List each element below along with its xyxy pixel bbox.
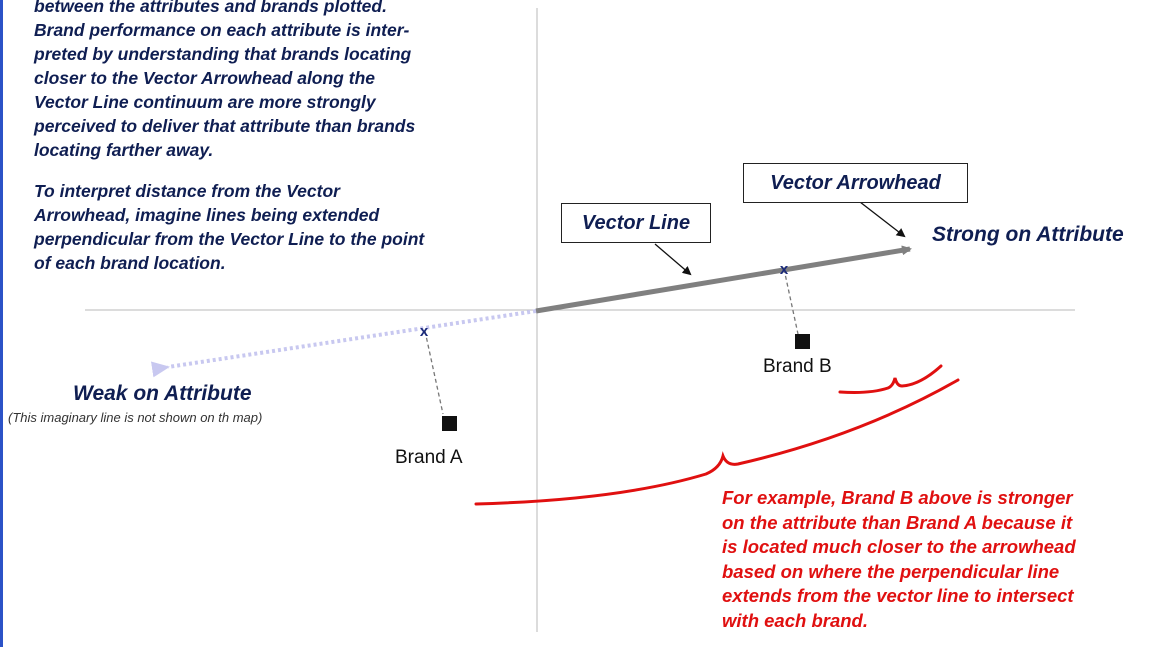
- brand-a-perpendicular: [424, 330, 444, 415]
- brand-b-brace: [838, 364, 943, 394]
- brand-b-perpendicular: [783, 268, 799, 335]
- vector-line: [535, 245, 912, 314]
- intro-paragraph-2: To interpret distance from the Vector Ar…: [34, 181, 425, 273]
- weak-on-attribute-label: Weak on Attribute: [73, 382, 252, 405]
- strong-on-attribute-label: Strong on Attribute: [932, 223, 1124, 246]
- vector-arrowhead-callout-text: Vector Arrowhead: [770, 171, 941, 194]
- brand-a-projection-mark: x: [420, 323, 429, 340]
- example-explanation: For example, Brand B above is stronger o…: [722, 487, 1076, 631]
- brand-a-marker: [442, 416, 457, 431]
- brand-a-brace: [474, 378, 960, 506]
- brand-b-projection-mark: x: [780, 261, 789, 278]
- arrowhead-pointer: [859, 201, 906, 238]
- brand-a-label: Brand A: [395, 447, 463, 468]
- brand-b-label: Brand B: [763, 356, 832, 377]
- vector-line-callout-text: Vector Line: [581, 211, 691, 234]
- brand-b-marker: [795, 334, 810, 349]
- intro-paragraph-1: between the attributes and brands plotte…: [34, 0, 416, 160]
- imaginary-line-note: (This imaginary line is not shown on th …: [8, 410, 263, 425]
- vector-arrowhead-callout: Vector Arrowhead: [743, 163, 968, 203]
- vector-line-callout: Vector Line: [561, 203, 711, 243]
- imaginary-weak-line: [150, 309, 537, 378]
- vector-line-pointer: [654, 243, 692, 276]
- left-edge-bar: [0, 0, 3, 647]
